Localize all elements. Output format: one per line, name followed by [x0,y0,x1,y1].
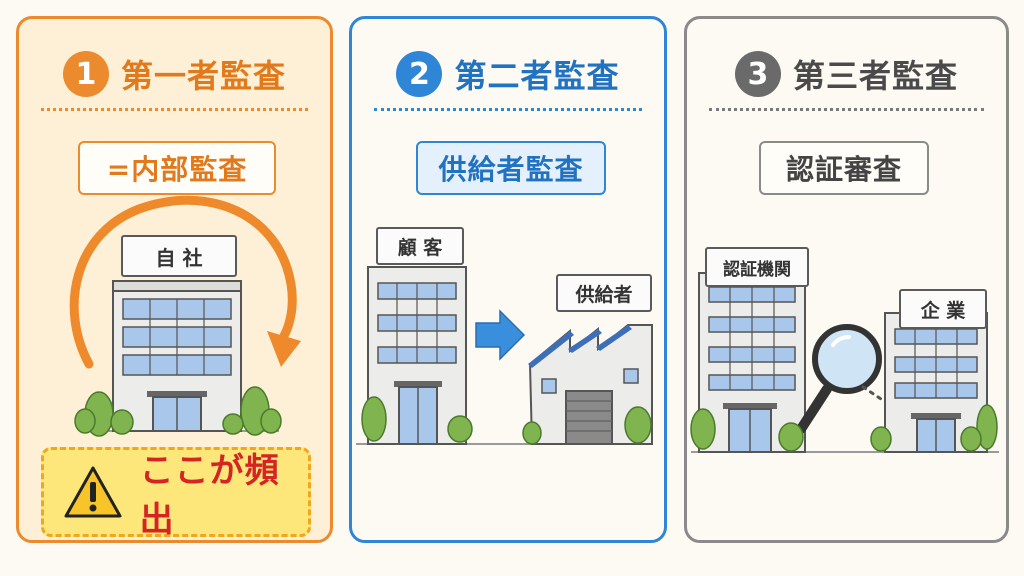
divider-dotted-2 [374,108,642,111]
circular-arrow-icon [69,195,297,369]
panel-third-party-audit: 3 第三者監査 認証審査 [684,16,1009,543]
panel-3-subtitle: 認証審査 [759,141,929,195]
panel-first-party-audit: 1 第一者監査 =内部監査 [16,16,333,543]
building-icon [112,280,242,432]
supplier-sign: 供給者 [556,274,652,312]
panel-2-header: 2 第二者監査 [352,49,664,99]
panel-3-header: 3 第三者監査 [687,49,1006,99]
certification-audit-illustration [690,272,999,453]
number-badge-1: 1 [62,51,109,97]
magnifying-glass-icon [796,324,882,434]
factory-icon [528,324,653,445]
divider-dotted-1 [41,108,308,111]
customer-sign: 顧 客 [376,227,464,265]
panel-1-header: 1 第一者監査 [19,49,330,99]
certification-body-building-icon [698,272,806,453]
warning-icon [64,466,122,518]
panel-1-title: 第一者監査 [120,57,286,95]
internal-audit-illustration [69,195,301,437]
panel-2-title: 第二者監査 [454,57,620,95]
arrow-right-icon [475,309,526,361]
panel-3-title: 第三者監査 [792,57,958,95]
panel-2-subtitle: 供給者監査 [416,141,606,195]
tree-icon [690,404,998,452]
frequent-callout: ここが頻出 [41,447,311,540]
arrowhead-icon [267,331,301,367]
divider-dotted-3 [709,108,984,111]
tree-icon [74,386,282,437]
number-badge-2: 2 [396,51,443,97]
company-sign: 自 社 [121,235,237,277]
enterprise-sign: 企 業 [899,289,987,329]
callout-text: ここが頻出 [139,451,280,540]
panel-1-subtitle: =内部監査 [78,141,276,195]
supplier-audit-illustration [356,266,653,445]
tree-icon [361,396,652,445]
number-badge-3: 3 [734,51,781,97]
certification-body-sign: 認証機関 [705,247,809,287]
panel-second-party-audit: 2 第二者監査 供給者監査 [349,16,667,543]
